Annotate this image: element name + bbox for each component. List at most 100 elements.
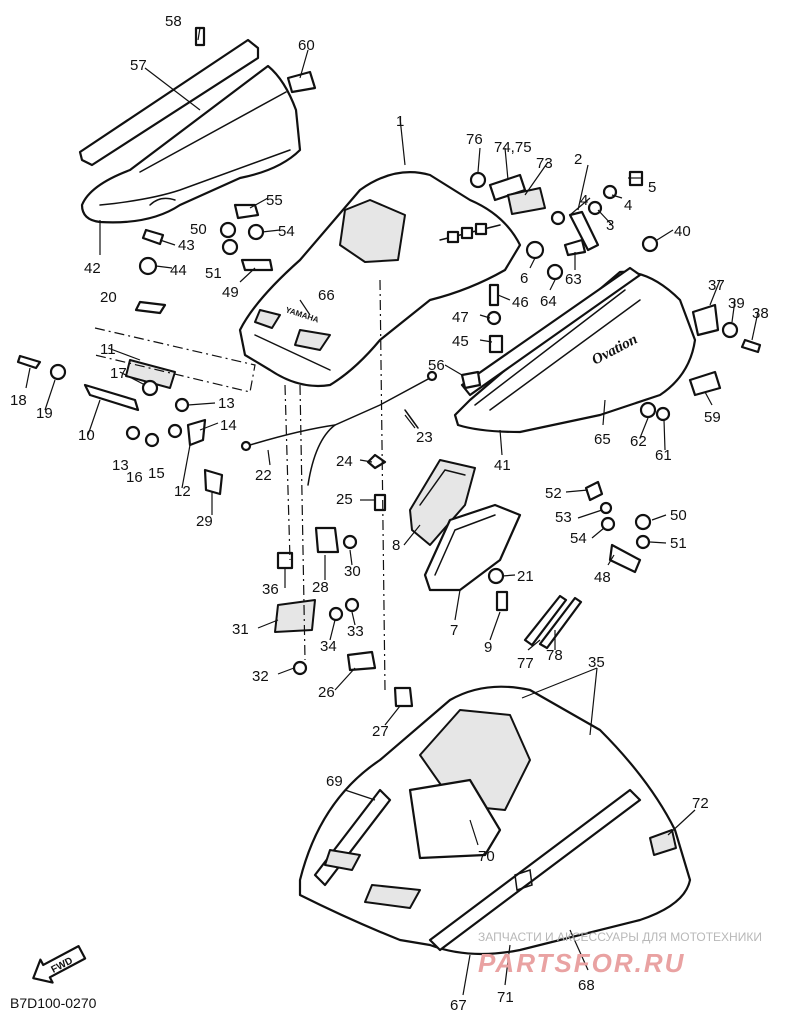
callout-12: 12 [174,483,191,500]
callout-40: 40 [674,223,691,240]
right-hardware [460,170,762,422]
callout-45: 45 [452,333,469,350]
callout-4-left: 4 [580,192,588,209]
callout-54-right: 54 [570,530,587,547]
callout-66: 66 [318,287,335,304]
callout-18: 18 [10,392,27,409]
seal-20 [134,300,167,315]
callout-15: 15 [148,465,165,482]
callout-19: 19 [36,405,53,422]
callout-65: 65 [594,431,611,448]
windshield-trim-strip [78,38,260,167]
callout-9: 9 [484,639,492,656]
callout-13-bottom: 13 [112,457,129,474]
side-panel: Ovation [453,266,697,434]
callout-35: 35 [588,654,605,671]
duct-8 [409,459,476,546]
callout-60: 60 [298,37,315,54]
callout-6: 6 [520,270,528,287]
callout-23: 23 [416,429,433,446]
callout-76: 76 [466,131,483,148]
callout-72: 72 [692,795,709,812]
callout-30: 30 [344,563,361,580]
callout-2: 2 [574,151,582,168]
windshield-assembly [78,38,302,224]
watermark-large: PARTSFOR.RU [478,948,685,978]
side-trim-strip [460,266,642,397]
callout-33: 33 [347,623,364,640]
duct-7 [423,503,522,592]
hood-vent-window [339,199,406,263]
watermark-small: ЗАПЧАСТИ И АКСЕССУАРЫ ДЛЯ МОТОТЕХНИКИ [478,930,762,944]
callout-11: 11 [100,341,116,358]
callout-54-left: 54 [278,223,295,240]
callout-71: 71 [497,989,514,1006]
callout-42: 42 [84,260,101,277]
upper-hood-panel: YAMAHA [238,171,522,388]
callout-3: 3 [606,217,614,234]
callout-59: 59 [704,409,721,426]
callout-1: 1 [396,113,404,130]
fwd-arrow: FWD [32,945,87,984]
bracket-11 [125,359,176,389]
callout-36: 36 [262,581,279,598]
callout-24: 24 [336,453,353,470]
callout-7: 7 [450,622,458,639]
callout-73: 73 [536,155,553,172]
callout-10: 10 [78,427,95,444]
callout-47: 47 [452,309,469,326]
callout-61: 61 [655,447,672,464]
callout-38: 38 [752,305,769,322]
callout-29: 29 [196,513,213,530]
callout-21: 21 [517,568,534,585]
callout-5: 5 [648,179,656,196]
callout-39: 39 [728,295,745,312]
callout-51-right: 51 [670,535,687,552]
bracket-10 [83,383,140,412]
cable-group [240,370,438,486]
callout-labels: 58 57 60 1 55 50 54 43 42 44 51 49 20 66… [10,13,769,1014]
mount-hardware-left [138,26,317,276]
duct-group [409,459,522,592]
leader-lines [25,27,759,996]
callout-58: 58 [165,13,182,30]
callout-31: 31 [232,621,249,638]
callout-50-left: 50 [190,221,207,238]
callout-53: 53 [555,509,572,526]
callout-52: 52 [545,485,562,502]
callout-46: 46 [512,294,529,311]
callout-55: 55 [266,192,283,209]
emblem-72 [649,829,677,856]
callout-4-right: 4 [624,197,632,214]
callout-56: 56 [428,357,445,374]
callout-74-75: 74,75 [494,139,532,156]
trim-68 [428,788,642,952]
inner-panel-70 [408,778,502,860]
callout-70: 70 [478,848,495,865]
callout-8: 8 [392,537,400,554]
callout-34: 34 [320,638,337,655]
callout-50-right: 50 [670,507,687,524]
callout-14: 14 [220,417,237,434]
mount-hardware-right [584,480,652,574]
callout-44: 44 [170,262,187,279]
callout-51-left: 51 [205,265,222,282]
callout-43: 43 [178,237,195,254]
callout-13-top: 13 [218,395,235,412]
callout-37: 37 [708,277,725,294]
left-bracket-group [16,300,256,496]
callout-26: 26 [318,684,335,701]
callout-68: 68 [578,977,595,994]
callout-20: 20 [100,289,117,306]
callout-32: 32 [252,668,269,685]
callout-69: 69 [326,773,343,790]
callout-48: 48 [594,569,611,586]
callout-64: 64 [540,293,557,310]
callout-28: 28 [312,579,329,596]
diagram-code: B7D100-0270 [10,995,97,1011]
callout-77: 77 [517,655,534,672]
callout-41: 41 [494,457,511,474]
callout-62: 62 [630,433,647,450]
callout-57: 57 [130,57,147,74]
